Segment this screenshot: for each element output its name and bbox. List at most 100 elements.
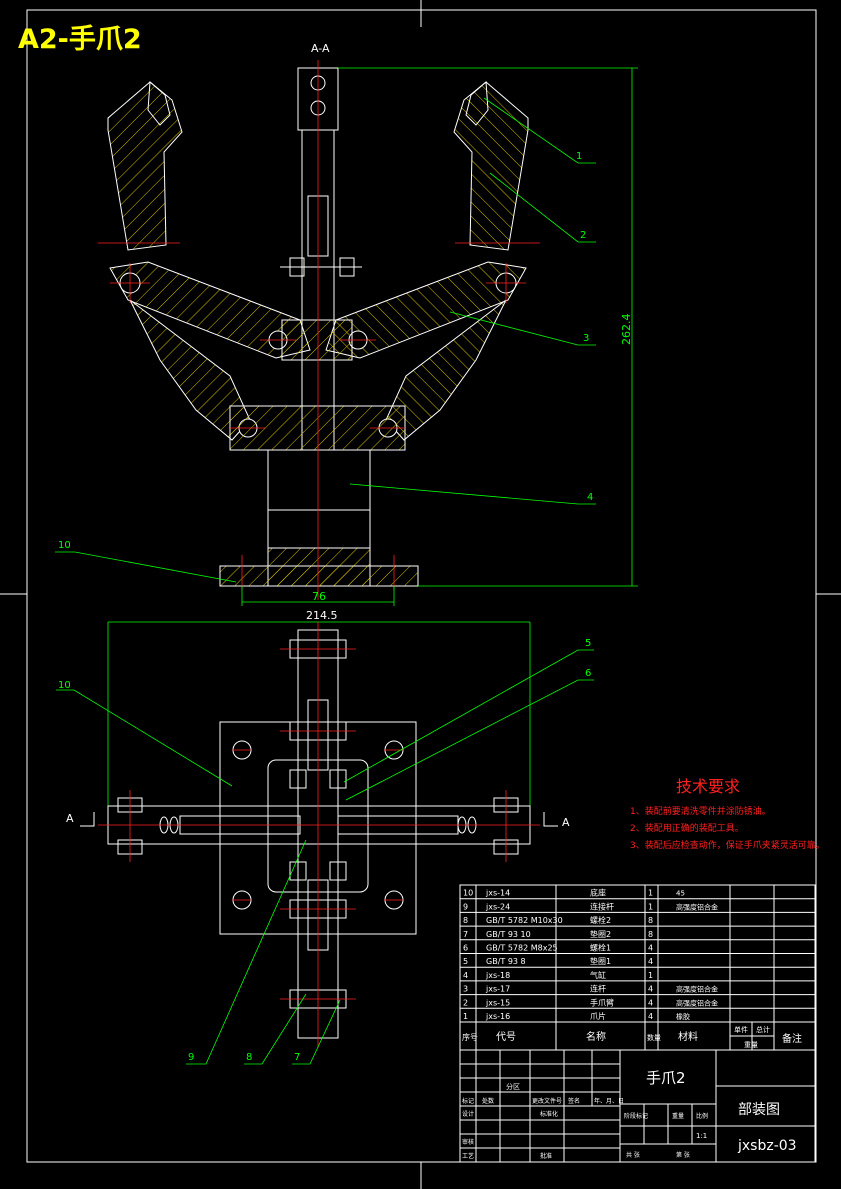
dimension-lines-top <box>241 67 638 606</box>
bom-cell-no: 4 <box>463 971 468 980</box>
tb-signature: 签名 <box>568 1097 580 1105</box>
bom-cell-no: 9 <box>463 902 468 911</box>
bom-cell-material: 45 <box>676 890 685 898</box>
balloon-5: 5 <box>585 638 591 649</box>
bom-cell-code: GB/T 5782 M8x25 <box>486 944 558 953</box>
bom-cell-name: 手爪臂 <box>590 997 614 1007</box>
balloon-10-top: 10 <box>58 540 71 551</box>
tech-req-item-3: 3、装配后应检查动作，保证手爪夹紧灵活可靠。 <box>630 839 825 851</box>
bom-header-material: 材料 <box>678 1030 698 1043</box>
bom-cell-name: 气缸 <box>590 970 606 980</box>
drawing-type: 部装图 <box>738 1102 780 1118</box>
bom-cell-qty: 1 <box>648 971 653 980</box>
tb-sheets-total: 共 张 <box>626 1151 640 1159</box>
sheet-title: A2-手爪2 <box>18 24 142 55</box>
tb-mark: 标记 <box>462 1097 474 1105</box>
tb-approve: 批准 <box>540 1152 552 1160</box>
bom-cell-qty: 8 <box>648 916 653 925</box>
balloon-1: 1 <box>576 151 582 162</box>
tb-count: 处数 <box>482 1097 494 1105</box>
tb-change-doc: 更改文件号 <box>532 1097 562 1105</box>
bom-cell-no: 7 <box>463 930 468 939</box>
bom-cell-qty: 1 <box>648 889 653 898</box>
balloon-9: 9 <box>188 1052 194 1063</box>
title-block: 手爪2 部装图 jxsbz-03 1:1 分区 标记 处数 更改文件号 签名 年… <box>459 1049 816 1163</box>
tb-zone: 分区 <box>506 1082 520 1091</box>
rod-bolts <box>280 257 362 277</box>
bom-cell-no: 1 <box>463 1012 468 1021</box>
section-view-a-a: A-A <box>55 42 638 606</box>
title-block-grid <box>459 1049 816 1163</box>
bom-header-name: 名称 <box>586 1030 606 1043</box>
bom-cell-qty: 1 <box>648 902 653 911</box>
bom-cell-name: 垫圈1 <box>590 956 611 966</box>
leader-lines-top <box>55 97 596 583</box>
bom-cell-qty: 8 <box>648 930 653 939</box>
balloon-4: 4 <box>587 492 593 503</box>
right-gripper-arm <box>325 80 529 441</box>
dim-top-width-lines <box>107 621 531 806</box>
bom-cell-no: 5 <box>463 957 468 966</box>
left-gripper-arm <box>107 80 311 441</box>
bom-cell-name: 螺栓2 <box>590 915 611 925</box>
tb-design: 设计 <box>462 1110 474 1118</box>
leader-lines-plan <box>56 649 594 1065</box>
technical-requirements: 技术要求 1、装配前要清洗零件并涂防锈油。 2、装配用正确的装配工具。 3、装配… <box>630 777 825 851</box>
bom-header-weight: 重量 <box>744 1041 758 1049</box>
tb-sheet-no: 第 张 <box>676 1151 690 1159</box>
bom-cell-name: 垫圈2 <box>590 929 611 939</box>
balloon-3: 3 <box>583 333 589 344</box>
bom-cell-name: 螺栓1 <box>590 943 611 953</box>
tb-stage-mark: 阶段标记 <box>624 1112 648 1120</box>
bom-cell-no: 2 <box>463 998 468 1007</box>
bom-header-no: 序号 <box>462 1032 478 1042</box>
bom-header-qty: 数量 <box>647 1033 661 1042</box>
dim-overall-height: 262.4 <box>620 314 633 346</box>
scale-value: 1:1 <box>696 1132 707 1140</box>
tb-weight: 重量 <box>672 1112 684 1120</box>
bom-cell-qty: 4 <box>648 1012 653 1021</box>
dim-top-width: 214.5 <box>306 609 338 622</box>
bom-cell-no: 10 <box>463 889 473 898</box>
tech-req-item-1: 1、装配前要清洗零件并涂防锈油。 <box>630 805 771 817</box>
tech-req-item-2: 2、装配用正确的装配工具。 <box>630 822 744 834</box>
tb-process: 工艺 <box>462 1152 474 1160</box>
section-markers <box>80 812 558 827</box>
bom-cell-code: jxs-15 <box>485 998 510 1007</box>
section-mark-left: A <box>66 812 74 825</box>
part-name: 手爪2 <box>646 1069 686 1087</box>
bom-cell-qty: 4 <box>648 957 653 966</box>
drawing-number: jxsbz-03 <box>737 1138 797 1154</box>
tb-review: 审核 <box>462 1138 474 1146</box>
bom-cell-name: 连杆 <box>590 984 606 994</box>
bom-header-note: 备注 <box>782 1032 802 1045</box>
bom-cell-material: 高强度铝合金 <box>676 985 718 994</box>
bom-cell-code: jxs-14 <box>485 889 510 898</box>
bom-cell-material: 橡胶 <box>676 1012 690 1021</box>
bom-cell-code: GB/T 93 10 <box>486 930 531 939</box>
bom-cell-name: 爪片 <box>590 1011 606 1021</box>
bom-header-code: 代号 <box>496 1031 516 1043</box>
tb-date: 年、月、日 <box>594 1097 624 1105</box>
balloon-8: 8 <box>246 1052 252 1063</box>
bom-header-unit: 单件 <box>734 1025 748 1034</box>
section-label: A-A <box>311 42 330 55</box>
bom-cell-name: 连接杆 <box>590 901 614 911</box>
bom-grid <box>459 884 816 1051</box>
center-lines-plan <box>98 622 540 1048</box>
bom-cell-code: jxs-17 <box>485 985 510 994</box>
cylinder-body <box>219 449 419 587</box>
bom-cell-qty: 4 <box>648 944 653 953</box>
horizontal-arm <box>107 797 531 855</box>
bom-cell-name: 底座 <box>590 888 606 898</box>
plan-view: 214.5 <box>56 609 594 1065</box>
bom-header-total: 总计 <box>756 1025 770 1034</box>
dim-base-width: 76 <box>312 590 326 603</box>
bom-cell-code: jxs-16 <box>485 1012 510 1021</box>
section-mark-right: A <box>562 816 570 829</box>
tb-scale-label: 比例 <box>696 1112 708 1120</box>
center-lines <box>98 60 540 600</box>
